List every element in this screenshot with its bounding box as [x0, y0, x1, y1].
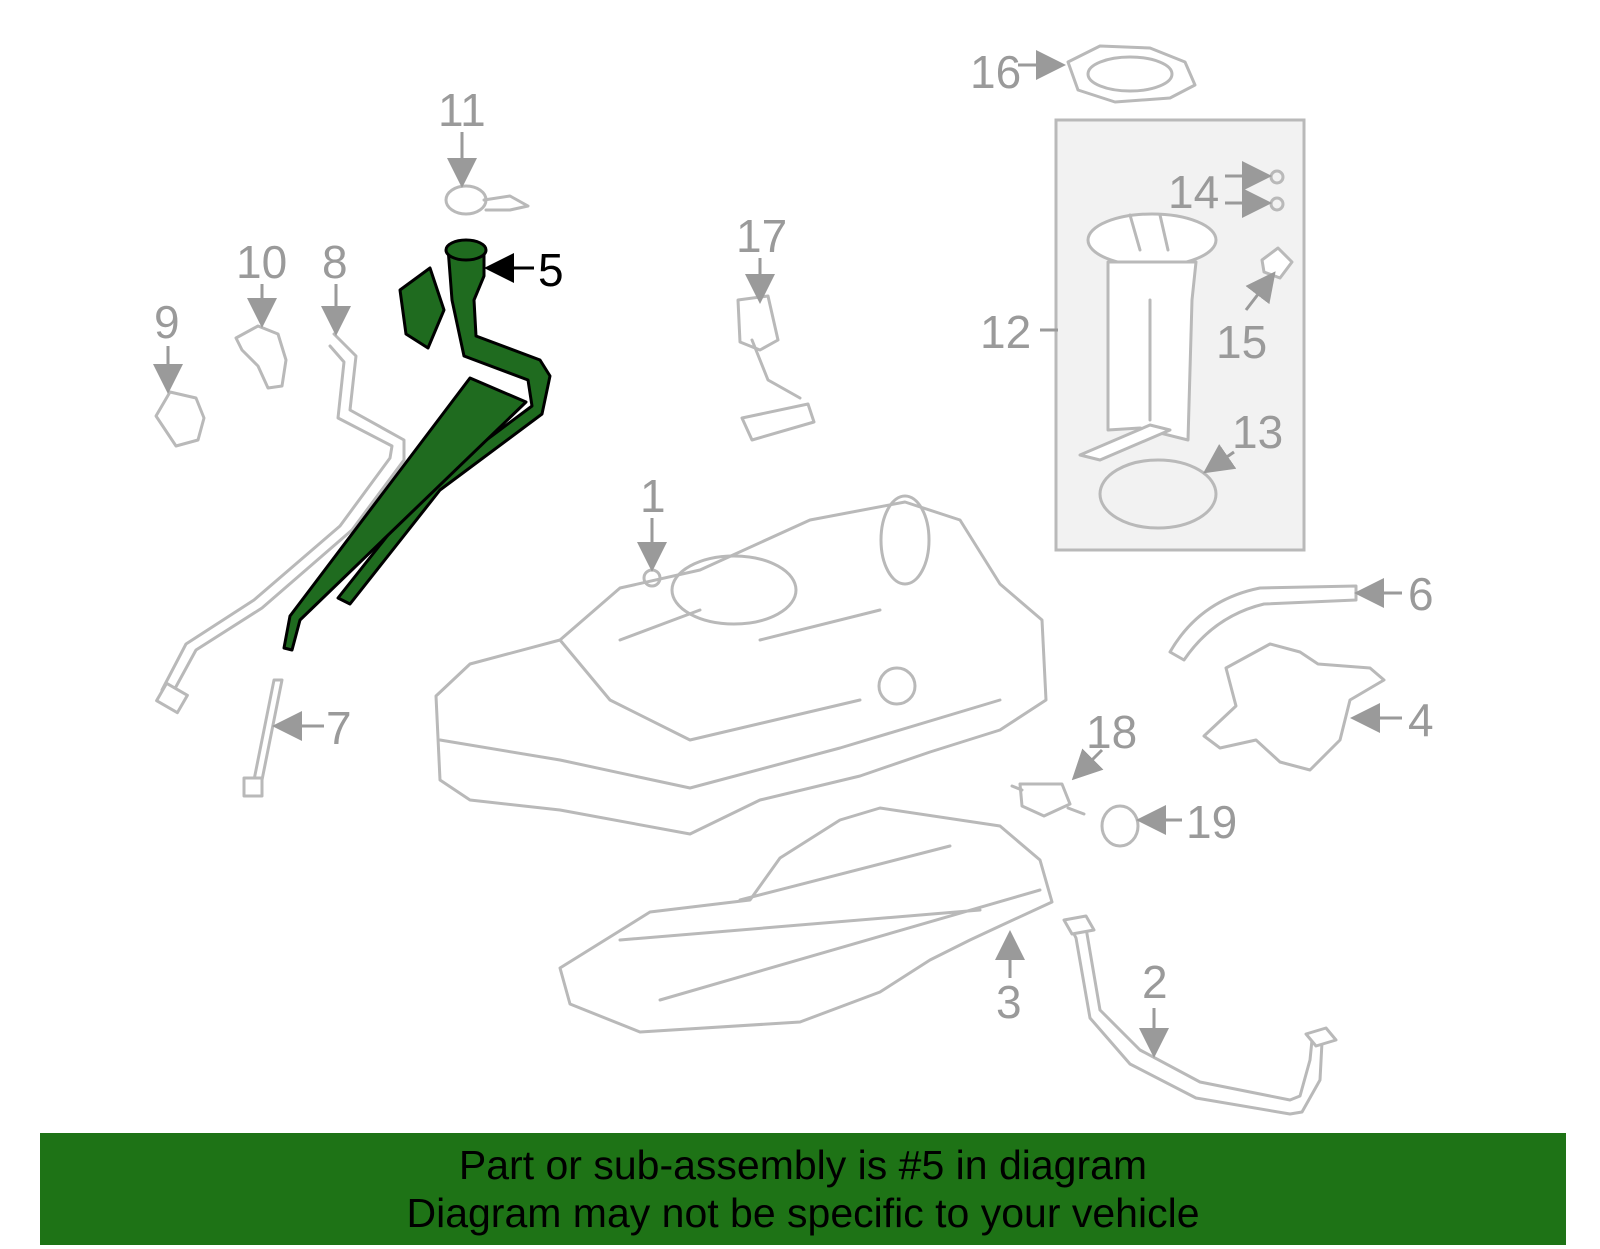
callout-12: 12: [980, 306, 1031, 358]
callout-1: 1: [640, 470, 666, 522]
part-18-fuel-filter: [1010, 782, 1086, 818]
callout-8: 8: [322, 236, 348, 288]
part-4-heat-shield: [1202, 642, 1386, 772]
part-11-fuel-cap: [444, 184, 530, 216]
callout-18: 18: [1086, 706, 1137, 758]
callout-15: 15: [1216, 316, 1267, 368]
callout-14: 14: [1168, 166, 1219, 218]
part-17-fuel-level-sender: [736, 294, 816, 442]
callout-13: 13: [1232, 406, 1283, 458]
callout-9: 9: [154, 296, 180, 348]
part-7-tube: [242, 678, 284, 798]
part-5-fuel-filler-pipe: [282, 238, 552, 652]
callout-5: 5: [538, 244, 564, 296]
callout-11: 11: [438, 84, 486, 136]
callout-6: 6: [1408, 568, 1434, 620]
part-9-valve: [154, 390, 206, 448]
part-8-vent-tube: [155, 332, 406, 715]
part-12-fuel-pump-module: [1078, 212, 1218, 462]
info-banner: Part or sub-assembly is #5 in diagram Di…: [40, 1133, 1566, 1245]
callout-2: 2: [1142, 956, 1168, 1008]
part-19-o-ring: [1100, 804, 1140, 848]
part-3-skid-plate: [558, 806, 1054, 1034]
part-1-fuel-tank: [434, 494, 1048, 836]
part-13-seal: [1098, 458, 1218, 530]
callout-7: 7: [326, 702, 352, 754]
banner-line-2: Diagram may not be specific to your vehi…: [406, 1190, 1200, 1236]
callout-19: 19: [1186, 796, 1237, 848]
part-10-bracket: [234, 324, 288, 390]
callout-3: 3: [996, 976, 1022, 1028]
part-16-lock-ring: [1066, 44, 1197, 104]
part-2-tank-strap: [1062, 914, 1338, 1116]
callout-4: 4: [1408, 694, 1434, 746]
part-15-connector: [1260, 246, 1294, 280]
callout-16: 16: [970, 46, 1021, 98]
callout-17: 17: [736, 210, 787, 262]
banner-line-1: Part or sub-assembly is #5 in diagram: [458, 1142, 1148, 1188]
callout-10: 10: [236, 236, 287, 288]
